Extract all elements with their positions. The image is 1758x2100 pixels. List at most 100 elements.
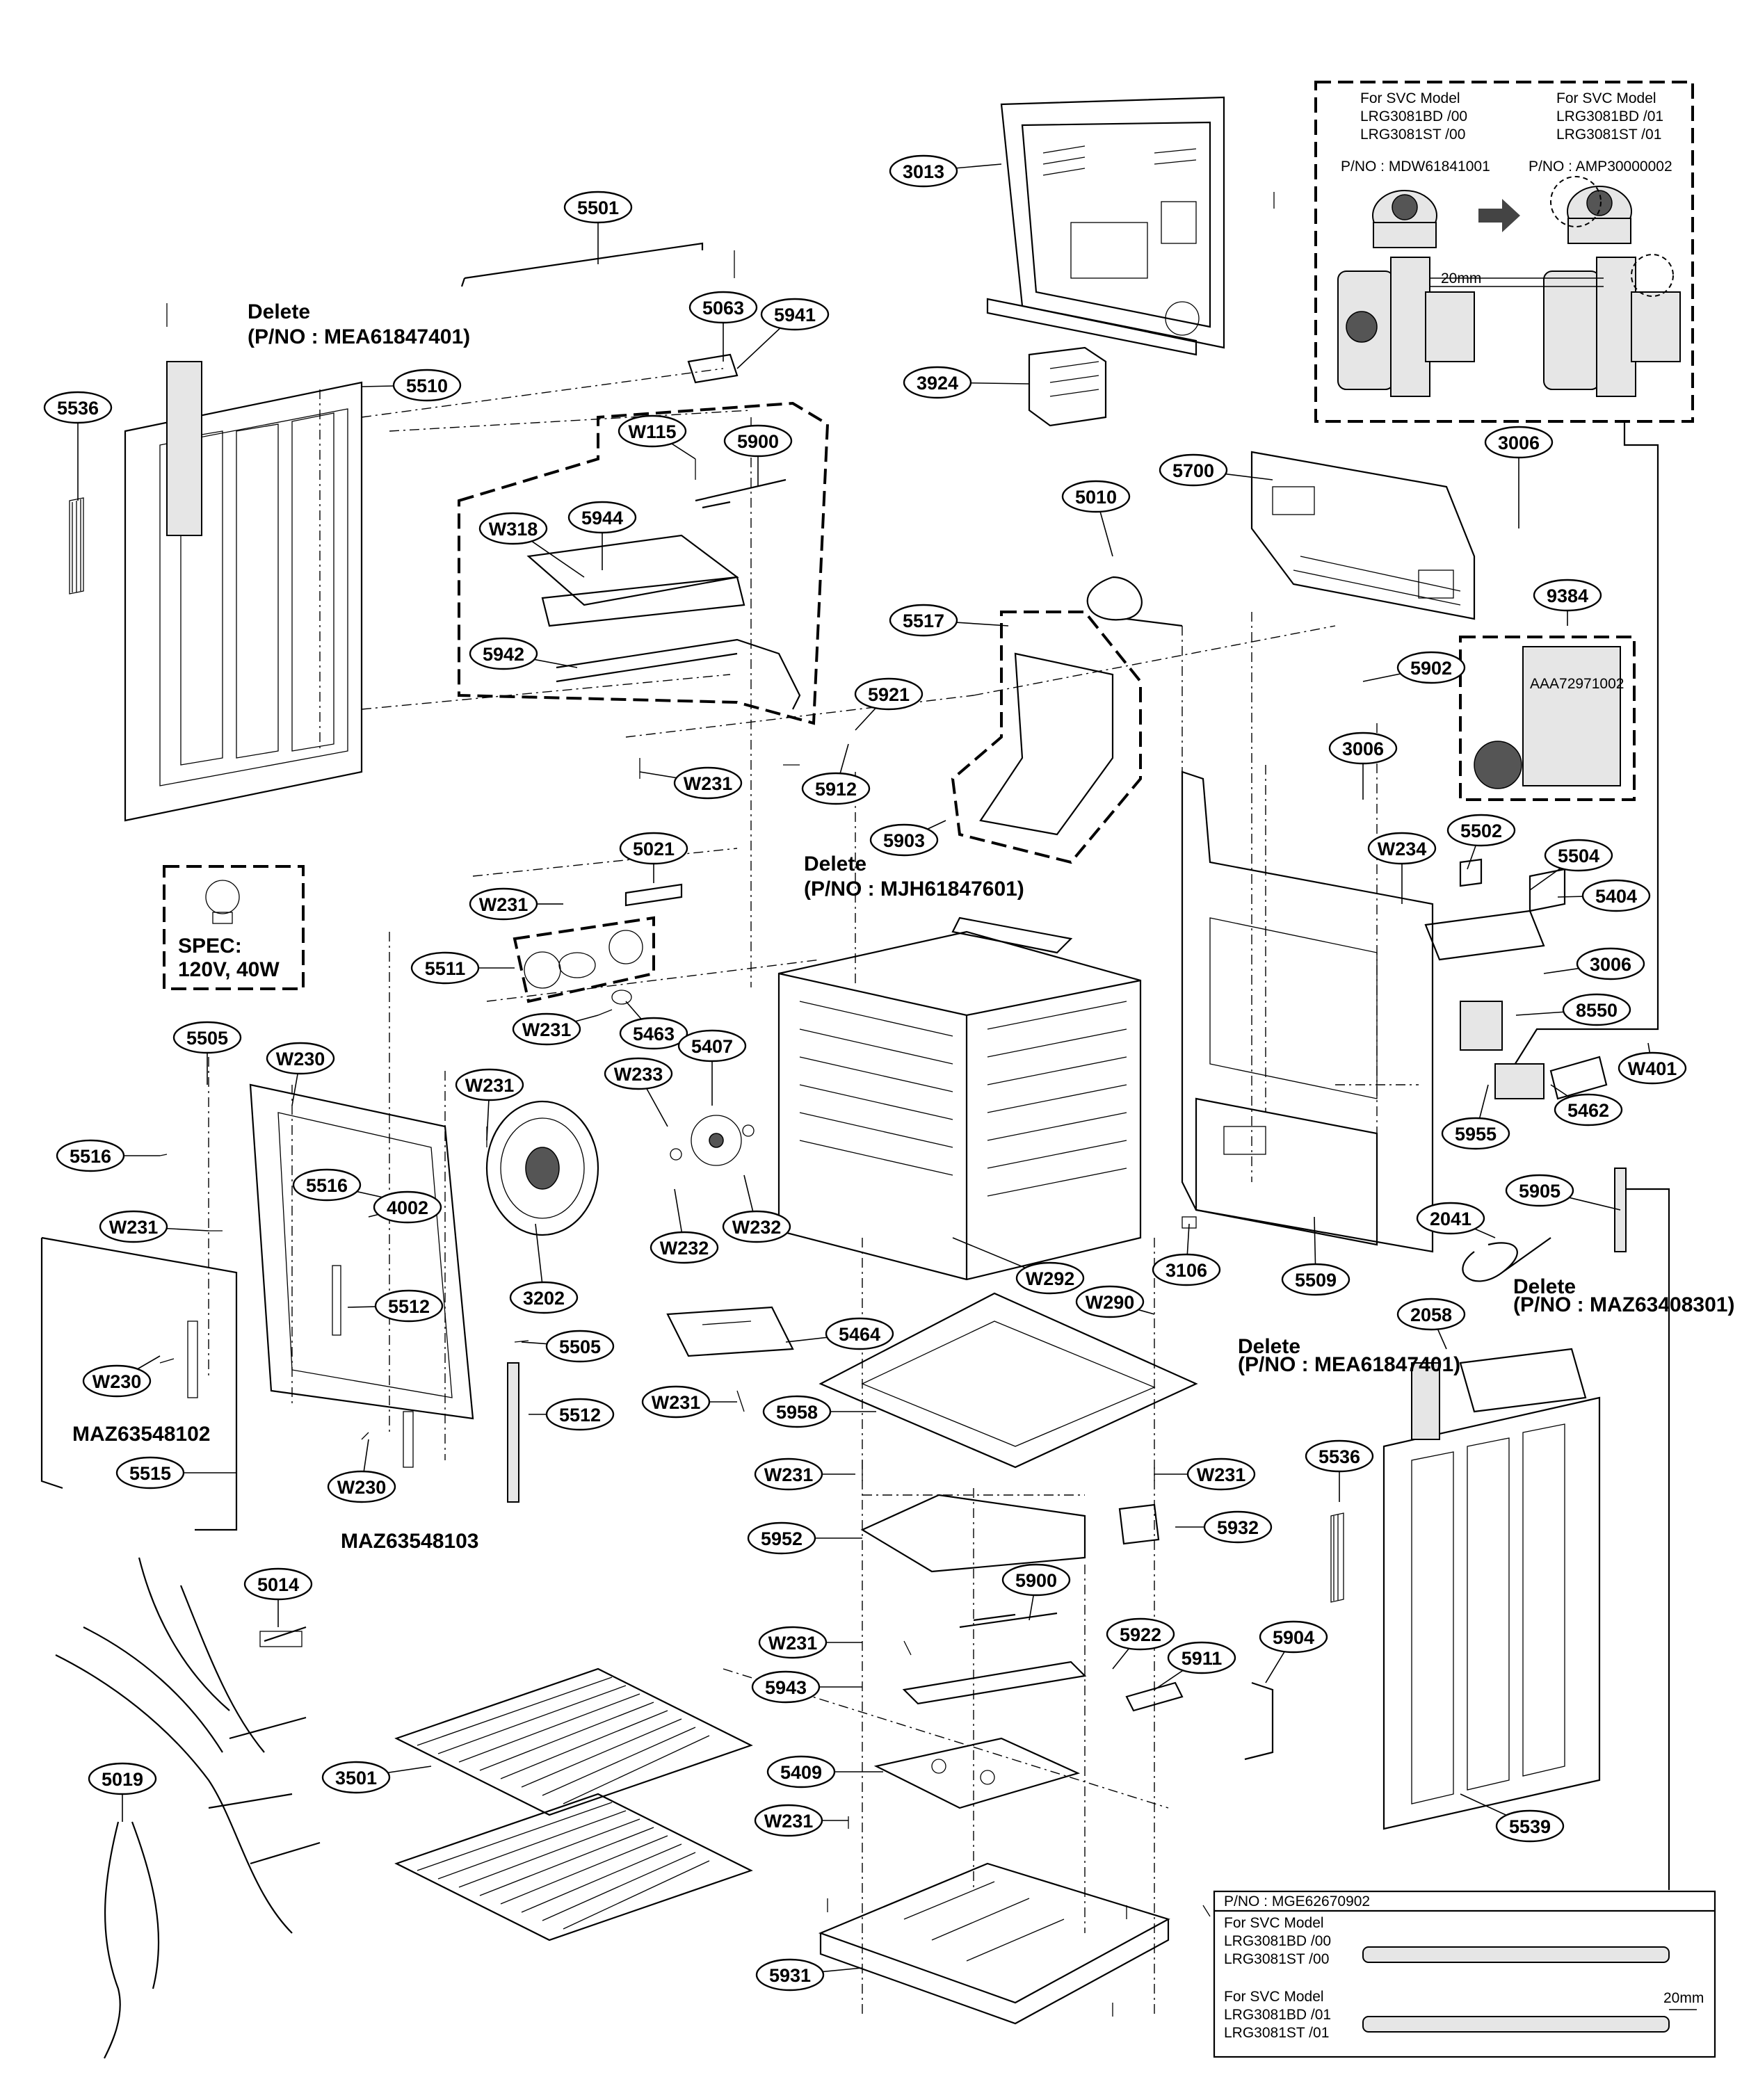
callout-oval bbox=[673, 766, 743, 800]
callout-5903: 5903 bbox=[869, 820, 946, 857]
hose-group2-model-2: LRG3081ST /01 bbox=[1224, 2025, 1329, 2041]
hinge-strip-left bbox=[187, 1320, 198, 1398]
base-pan-5931 bbox=[818, 1862, 1170, 2025]
callout-oval bbox=[762, 1395, 832, 1428]
callout-w292: W292 bbox=[952, 1237, 1085, 1295]
callout-label: 5505 bbox=[559, 1336, 601, 1357]
callout-8550: 8550 bbox=[1515, 993, 1631, 1026]
callout-oval bbox=[758, 1626, 828, 1659]
callout-w231: W231 bbox=[469, 887, 563, 921]
callout-5510: 5510 bbox=[361, 369, 462, 402]
callout-label: W231 bbox=[768, 1633, 818, 1654]
callout-label: W231 bbox=[1197, 1464, 1246, 1485]
callout-label: 5512 bbox=[388, 1296, 430, 1317]
callout-3006: 3006 bbox=[1328, 732, 1398, 800]
door-handle-5515 bbox=[40, 1236, 238, 1531]
callout-5536: 5536 bbox=[43, 391, 113, 501]
hose-group1-model-1: LRG3081BD /00 bbox=[1224, 1933, 1331, 1949]
callout-5511: 5511 bbox=[410, 951, 515, 985]
callout-5516: 5516 bbox=[292, 1168, 390, 1202]
delete-note-left-1: Delete bbox=[248, 300, 310, 323]
callout-5922: 5922 bbox=[1106, 1617, 1175, 1670]
callout-label: 4002 bbox=[387, 1197, 428, 1218]
callout-label: 5512 bbox=[559, 1405, 601, 1425]
lamp-spec-box: SPEC: 120V, 40W bbox=[163, 865, 305, 990]
callout-5014: 5014 bbox=[243, 1567, 313, 1627]
callout-label: 5952 bbox=[761, 1528, 803, 1549]
callout-oval bbox=[1159, 453, 1228, 487]
callout-2058: 2058 bbox=[1396, 1298, 1466, 1350]
callout-w231: W231 bbox=[641, 1385, 737, 1419]
callout-2041: 2041 bbox=[1416, 1202, 1496, 1238]
callout-label: W233 bbox=[614, 1064, 663, 1085]
maz-note-left: MAZ63548102 bbox=[72, 1423, 210, 1446]
callout-oval bbox=[374, 1289, 444, 1323]
callout-oval bbox=[1281, 1263, 1350, 1296]
callout-oval bbox=[747, 1521, 816, 1555]
bottom-plate-5958 bbox=[818, 1292, 1198, 1469]
callout-oval bbox=[1001, 1563, 1071, 1597]
rod-5501 bbox=[460, 242, 704, 287]
callout-label: 3006 bbox=[1590, 954, 1631, 975]
callout-oval bbox=[825, 1317, 894, 1350]
bracket-5464 bbox=[666, 1306, 794, 1357]
callout-w230: W230 bbox=[82, 1355, 161, 1398]
callout-oval bbox=[755, 1958, 825, 1992]
callout-label: 5941 bbox=[774, 305, 816, 325]
callout-5536: 5536 bbox=[1305, 1439, 1374, 1502]
valve-comparison-box: For SVC Model LRG3081BD /00 LRG3081ST /0… bbox=[1314, 81, 1694, 423]
oven-cavity bbox=[777, 916, 1142, 1281]
callout-label: W230 bbox=[276, 1049, 325, 1069]
bag-label: AAA72971002 bbox=[1530, 676, 1624, 692]
callout-oval bbox=[1495, 1809, 1565, 1843]
callout-label: 5943 bbox=[765, 1677, 807, 1698]
callout-5904: 5904 bbox=[1259, 1620, 1328, 1683]
callout-oval bbox=[455, 1068, 524, 1101]
callout-oval bbox=[650, 1231, 719, 1264]
callout-w231: W231 bbox=[512, 1012, 599, 1046]
callout-3501: 3501 bbox=[321, 1761, 432, 1794]
callout-label: 2041 bbox=[1430, 1209, 1471, 1229]
callout-5517: 5517 bbox=[889, 604, 1009, 637]
callout-5021: 5021 bbox=[619, 832, 688, 883]
callout-label: 5502 bbox=[1460, 821, 1502, 841]
callout-label: 5516 bbox=[70, 1146, 111, 1167]
callout-label: 5515 bbox=[129, 1463, 171, 1484]
callout-label: 3106 bbox=[1166, 1260, 1207, 1281]
replacement-arrow bbox=[1478, 199, 1520, 232]
delete-note-right-maz-2: (P/NO : MAZ63408301) bbox=[1513, 1293, 1734, 1316]
callout-5905: 5905 bbox=[1505, 1174, 1621, 1211]
callout-oval bbox=[1416, 1202, 1485, 1235]
callout-w115: W115 bbox=[618, 414, 696, 460]
gas-hose-box: P/NO : MGE62670902 For SVC Model LRG3081… bbox=[1213, 1890, 1716, 2058]
callout-5912: 5912 bbox=[801, 743, 871, 805]
callout-oval bbox=[751, 1670, 821, 1704]
callout-label: 5958 bbox=[776, 1402, 818, 1423]
callout-oval bbox=[1618, 1051, 1687, 1085]
callout-5958: 5958 bbox=[762, 1395, 876, 1428]
callout-oval bbox=[321, 1761, 391, 1794]
callout-5900: 5900 bbox=[723, 424, 793, 487]
insulation-5536-right bbox=[1330, 1512, 1344, 1603]
callout-label: W231 bbox=[684, 773, 733, 794]
callout-5462: 5462 bbox=[1550, 1084, 1623, 1126]
callout-5463: 5463 bbox=[619, 1001, 688, 1050]
side-panel-5539 bbox=[1382, 1362, 1601, 1830]
side-panel-5510 bbox=[124, 361, 363, 822]
rear-frame-5509 bbox=[1181, 770, 1434, 1253]
callout-label: 5932 bbox=[1217, 1517, 1259, 1538]
callout-label: 3006 bbox=[1342, 738, 1384, 759]
callout-label: 9384 bbox=[1547, 585, 1588, 606]
callout-5501: 5501 bbox=[563, 191, 633, 264]
callout-label: 5911 bbox=[1182, 1648, 1223, 1669]
callout-5409: 5409 bbox=[766, 1755, 883, 1788]
callout-5502: 5502 bbox=[1446, 814, 1516, 870]
convection-fan-3202 bbox=[485, 1100, 599, 1236]
gas-hose-old bbox=[1362, 1946, 1670, 1963]
callout-label: W232 bbox=[732, 1217, 782, 1238]
callout-oval bbox=[1367, 832, 1437, 865]
maz-note-bottom: MAZ63548103 bbox=[341, 1530, 478, 1553]
upper-burner-assembly-5941 bbox=[458, 401, 830, 725]
cover-5463 bbox=[611, 990, 632, 1005]
